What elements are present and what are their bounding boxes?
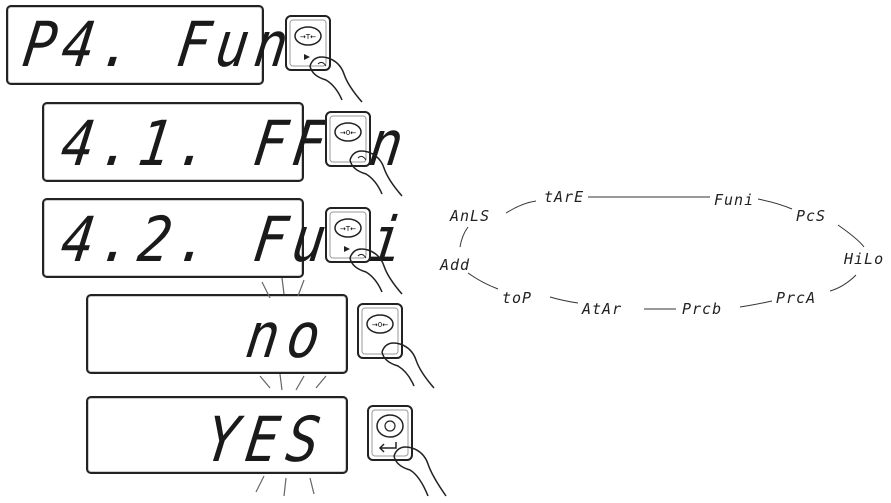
- cycle-item-pcs: PcS: [796, 207, 827, 225]
- cycle-item-top: toP: [502, 289, 533, 307]
- display-no: no: [86, 294, 348, 374]
- display-p4-func: P4. Func: [6, 5, 337, 85]
- finger-press-icon: [381, 342, 435, 389]
- cycle-item-add: Add: [440, 256, 471, 274]
- finger-press-icon: [349, 248, 403, 295]
- zero-key-button[interactable]: →0←: [356, 302, 446, 392]
- cycle-item-anls: AnLS: [450, 207, 491, 225]
- enter-key-button[interactable]: [366, 404, 466, 503]
- tare-key-button[interactable]: →T←: [284, 14, 374, 104]
- tare-key-button[interactable]: →T←: [324, 206, 414, 296]
- cycle-item-tare: tArE: [544, 188, 585, 206]
- function-cycle-diagram: tArE Funi PcS HiLo PrcA Prcb AtAr toP Ad…: [438, 185, 890, 325]
- finger-press-icon: [393, 446, 447, 497]
- display-4-2-funi: 4.2. Funi: [42, 198, 414, 278]
- cycle-item-prca: PrcA: [776, 289, 817, 307]
- cycle-item-funi: Funi: [714, 191, 755, 209]
- cycle-item-hilo: HiLo: [844, 250, 885, 268]
- display-yes: YES: [86, 396, 348, 476]
- finger-press-icon: [309, 56, 363, 103]
- key-label: →0←: [340, 129, 356, 137]
- key-label: →T←: [340, 225, 356, 233]
- key-label: →0←: [372, 321, 388, 329]
- cycle-connector-lines: [459, 196, 865, 310]
- blink-rays-icon: [255, 277, 327, 497]
- cycle-item-prcb: Prcb: [682, 300, 723, 318]
- zero-key-button[interactable]: →0←: [324, 110, 414, 200]
- enter-arrow-icon: [378, 442, 397, 453]
- finger-press-icon: [349, 150, 403, 197]
- cycle-item-atar: AtAr: [582, 300, 623, 318]
- display-4-1-ffun: 4.1. FFun: [42, 102, 414, 182]
- key-label: →T←: [300, 33, 316, 41]
